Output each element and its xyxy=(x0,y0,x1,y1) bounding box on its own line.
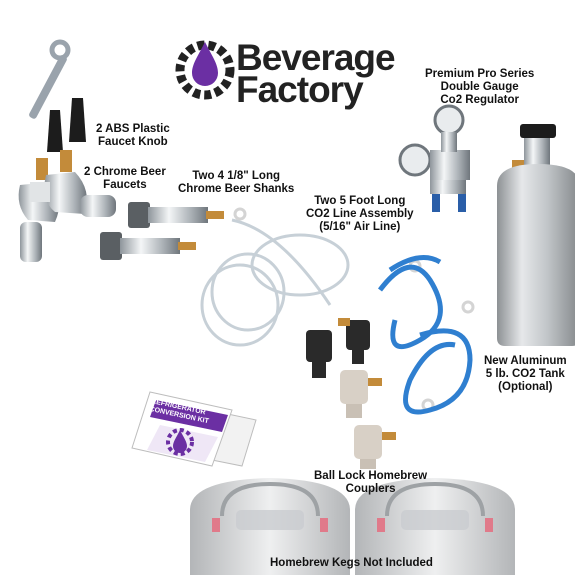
gas-disconnect-icon xyxy=(306,318,370,378)
label-faucets: 2 Chrome Beer Faucets xyxy=(84,166,166,191)
label-kegs: Homebrew Kegs Not Included xyxy=(270,557,433,569)
co2-regulator-icon xyxy=(398,104,470,212)
gear-droplet-logo-icon xyxy=(175,40,235,100)
co2-blue-line-icon xyxy=(378,255,473,415)
conversion-kit-manual-icon xyxy=(131,391,257,467)
spanner-wrench-icon xyxy=(29,39,71,119)
label-shanks: Two 4 1/8" Long Chrome Beer Shanks xyxy=(178,170,295,195)
liquid-disconnect-icon xyxy=(340,370,396,469)
faucet-knob-icon xyxy=(47,98,86,152)
chrome-faucet-icon xyxy=(18,150,116,262)
beer-shank-icon xyxy=(100,202,224,260)
label-couplers: Ball Lock Homebrew Couplers xyxy=(314,470,428,495)
label-tank: New Aluminum 5 lb. CO2 Tank (Optional) xyxy=(484,355,567,393)
clear-beer-line-icon xyxy=(200,218,350,347)
homebrew-keg-icon xyxy=(190,478,515,575)
label-co2-line: Two 5 Foot Long CO2 Line Assembly (5/16"… xyxy=(306,195,414,233)
brand-line-2: Factory xyxy=(236,69,364,110)
label-faucet-knob: 2 ABS Plastic Faucet Knob xyxy=(96,123,170,148)
brand-wordmark: Beverage Factory xyxy=(236,39,396,110)
co2-tank-icon xyxy=(497,124,575,346)
brand-line-1: Beverage xyxy=(236,37,396,78)
label-regulator: Premium Pro Series Double Gauge Co2 Regu… xyxy=(425,68,535,106)
